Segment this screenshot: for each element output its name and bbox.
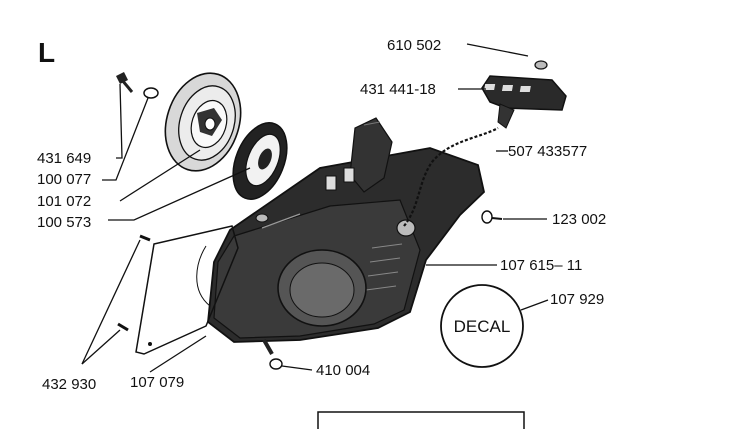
washer-100077-drawing bbox=[143, 87, 159, 99]
label-123002: 123 002 bbox=[552, 211, 606, 228]
screws-432930-drawing bbox=[117, 234, 152, 346]
starter-handle-431441-drawing bbox=[481, 75, 567, 129]
starter-housing-107615-drawing bbox=[207, 117, 485, 343]
starter-rope-drawing bbox=[403, 127, 499, 227]
section-letter: L bbox=[38, 37, 55, 68]
bottom-frame bbox=[317, 411, 525, 429]
spring-100573-drawing bbox=[232, 122, 288, 200]
label-100573: 100 573 bbox=[37, 214, 91, 231]
label-507433577: 507 433577 bbox=[508, 143, 587, 160]
label-101072: 101 072 bbox=[37, 193, 91, 210]
label-107615-11: 107 615– 11 bbox=[500, 257, 582, 274]
label-431441-18: 431 441-18 bbox=[360, 81, 436, 98]
label-107079: 107 079 bbox=[130, 374, 184, 391]
label-100077: 100 077 bbox=[37, 171, 91, 188]
insert-610502-drawing bbox=[534, 60, 548, 70]
screw-410004-drawing bbox=[262, 339, 283, 370]
pulley-101072-drawing bbox=[164, 72, 242, 172]
decal-circle bbox=[440, 284, 524, 368]
label-107929: 107 929 bbox=[550, 291, 604, 308]
screw-431649-drawing bbox=[116, 72, 134, 93]
screw-123002-drawing bbox=[481, 210, 503, 224]
label-432930: 432 930 bbox=[42, 376, 96, 393]
label-410004: 410 004 bbox=[316, 362, 370, 379]
label-610502: 610 502 bbox=[387, 37, 441, 54]
plate-107079-drawing bbox=[135, 225, 239, 355]
decal-text: DECAL bbox=[454, 317, 511, 336]
label-431649: 431 649 bbox=[37, 150, 91, 167]
